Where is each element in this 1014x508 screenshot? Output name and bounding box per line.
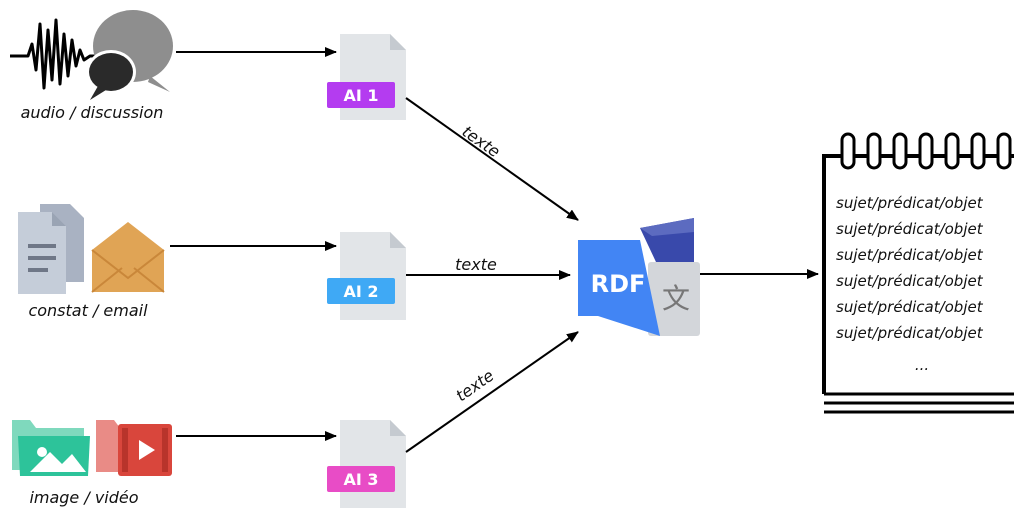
source-label-video: image / vidéo [29, 488, 138, 507]
notebook-ellipsis: ... [915, 356, 929, 374]
notebook-rings [840, 132, 1012, 170]
documents-icon [18, 204, 84, 294]
arrow-ai3-to-rdf [405, 331, 579, 453]
video-folder-icon [96, 420, 172, 476]
edge-label-ai2: texte [455, 255, 497, 274]
chat-bubbles-icon [86, 10, 173, 100]
image-video-source: image / vidéo [12, 420, 172, 507]
notebook-line: sujet/prédicat/objet [836, 272, 984, 290]
envelope-icon [91, 222, 165, 293]
ai-label-3: AI 3 [343, 470, 378, 489]
edge-label-ai3: texte [452, 366, 497, 406]
notebook-lines: sujet/prédicat/objet sujet/prédicat/obje… [836, 194, 984, 374]
notebook-line: sujet/prédicat/objet [836, 298, 984, 316]
rdf-translate-icon: RDF 文 [578, 218, 700, 336]
audio-waveform-icon [10, 18, 100, 90]
ai-model-1: AI 1 [327, 34, 406, 120]
ai-model-2: AI 2 [327, 232, 406, 320]
constat-email-source: constat / email [18, 204, 165, 320]
notebook-line: sujet/prédicat/objet [836, 324, 984, 342]
source-label-audio: audio / discussion [21, 103, 164, 122]
ai-badge-2 [327, 278, 395, 304]
source-label-email: constat / email [28, 301, 148, 320]
ai-label-1: AI 1 [343, 86, 378, 105]
arrow-ai1-to-rdf [405, 97, 579, 221]
notebook-line: sujet/prédicat/objet [836, 246, 984, 264]
ai-label-2: AI 2 [343, 282, 378, 301]
ai-model-3: AI 3 [327, 420, 406, 508]
notebook-line: sujet/prédicat/objet [836, 220, 984, 238]
image-folder-icon [12, 420, 90, 476]
audio-discussion-source: audio / discussion [10, 10, 173, 122]
notebook-icon: sujet/prédicat/objet sujet/prédicat/obje… [822, 132, 1014, 414]
ai-badge-3 [327, 466, 395, 492]
translate-glyph: 文 [662, 282, 690, 315]
edge-label-ai1: texte [459, 122, 504, 162]
notebook-line: sujet/prédicat/objet [836, 194, 984, 212]
ai-badge-1 [327, 82, 395, 108]
rdf-label: RDF [591, 270, 646, 298]
